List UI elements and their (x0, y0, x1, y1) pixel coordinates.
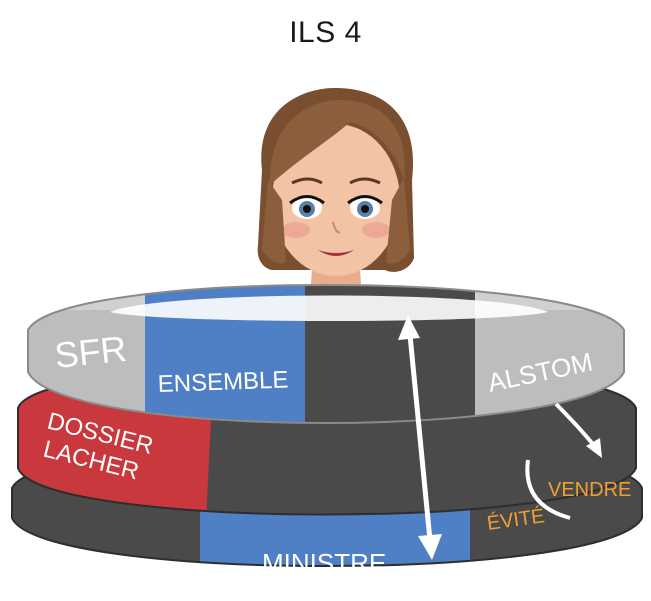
double-arrow (398, 315, 442, 560)
hair-bangs (269, 100, 405, 185)
mouth (318, 250, 354, 256)
woman-avatar (230, 88, 440, 325)
label-ensemble: ENSEMBLE (157, 366, 289, 398)
label-ministre: MINISTRE (262, 548, 386, 578)
ring-top (27, 284, 625, 424)
label-sfr: SFR (53, 328, 129, 376)
label-vendre: VENDRE (548, 479, 631, 501)
page-title: ILS 4 (289, 16, 362, 49)
curve-evite (525, 459, 571, 520)
face (272, 124, 400, 276)
